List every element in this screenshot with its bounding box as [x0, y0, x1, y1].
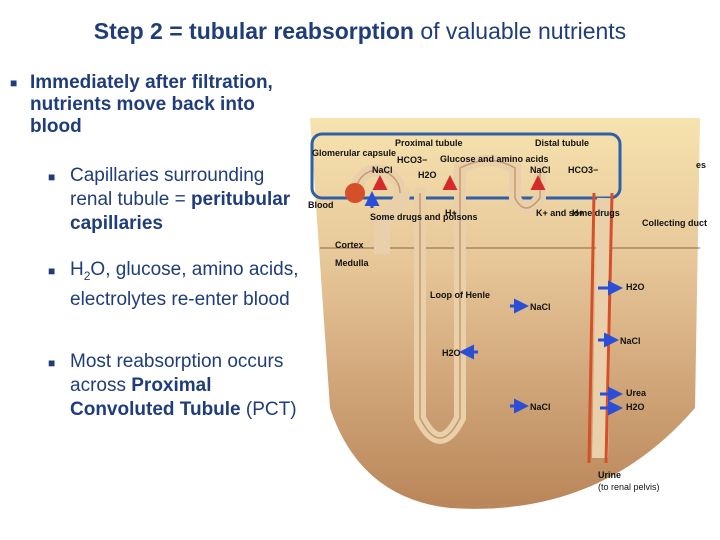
label-h2o-2: H2O [442, 348, 461, 358]
bullet-h2o: H2O, glucose, amino acids, electrolytes … [70, 258, 300, 312]
label-hco3-2: HCO3− [568, 165, 598, 175]
label-cortex: Cortex [335, 240, 364, 250]
label-h2o-3: H2O [626, 282, 645, 292]
vessel-lines [587, 192, 614, 464]
label-h2o-4: H2O [626, 402, 645, 412]
label-glomerular-capsule: Glomerular capsule [312, 148, 396, 158]
bullet-most-tail: (PCT) [240, 399, 297, 420]
bullet-h2o-pre: H [70, 259, 84, 280]
label-glucose: Glucose and amino acids [440, 154, 549, 164]
bullet-square-icon: ■ [48, 264, 56, 278]
label-proximal-tubule: Proximal tubule [395, 138, 463, 148]
collecting-duct-shape [592, 197, 613, 459]
glomerulus-shape [345, 183, 365, 203]
label-nacl-4: NaCl [530, 402, 551, 412]
label-medulla: Medulla [335, 258, 369, 268]
label-urea: Urea [626, 388, 647, 398]
label-loop-henle: Loop of Henle [430, 290, 490, 300]
bullet-capillaries-bold: peritubular capillaries [70, 189, 291, 234]
label-hplus-1: H+ [445, 208, 457, 218]
bullet-most: Most reabsorption occurs across Proximal… [70, 350, 320, 422]
label-drugs: Some drugs and poisons [370, 212, 478, 222]
label-blood: Blood [308, 200, 334, 210]
edge-text: es [696, 160, 706, 170]
slide-title: Step 2 = tubular reabsorption of valuabl… [0, 18, 720, 45]
bullet-most-bold: Proximal Convoluted Tubule [70, 375, 241, 420]
nephron-diagram: Glomerular capsule Proximal tubule Dista… [308, 118, 707, 509]
label-collecting-duct: Collecting duct [642, 218, 707, 228]
bullet-most-text: Most reabsorption occurs across [70, 351, 284, 396]
label-nacl-1: NaCl [372, 165, 393, 175]
label-nacl-3: NaCl [530, 302, 551, 312]
bullet-square-icon: ■ [48, 170, 56, 184]
label-urine: Urine [598, 470, 621, 480]
label-h2o-1: H2O [418, 170, 437, 180]
bullet-main: Immediately after filtration, nutrients … [30, 72, 273, 137]
bullet-square-icon: ■ [48, 356, 56, 370]
label-hplus-2: H+ [572, 208, 584, 218]
label-distal-tubule: Distal tubule [535, 138, 589, 148]
bullet-h2o-sub: 2 [83, 268, 91, 283]
bullet-h2o-post: O, glucose, amino acids, electrolytes re… [70, 259, 299, 310]
bullet-square-icon: ■ [10, 76, 18, 90]
title-bold: Step 2 = tubular reabsorption [93, 18, 414, 44]
bullet-capillaries: Capillaries surrounding renal tubule = p… [70, 164, 305, 236]
label-urine-sub: (to renal pelvis) [598, 482, 660, 492]
label-nacl-5: NaCl [620, 336, 641, 346]
bullet-capillaries-text: Capillaries surrounding renal tubule = [70, 165, 265, 210]
label-nacl-2: NaCl [530, 165, 551, 175]
label-hco3-1: HCO3− [397, 155, 427, 165]
title-rest: of valuable nutrients [413, 18, 627, 44]
label-kplus: K+ and some drugs [536, 208, 620, 218]
